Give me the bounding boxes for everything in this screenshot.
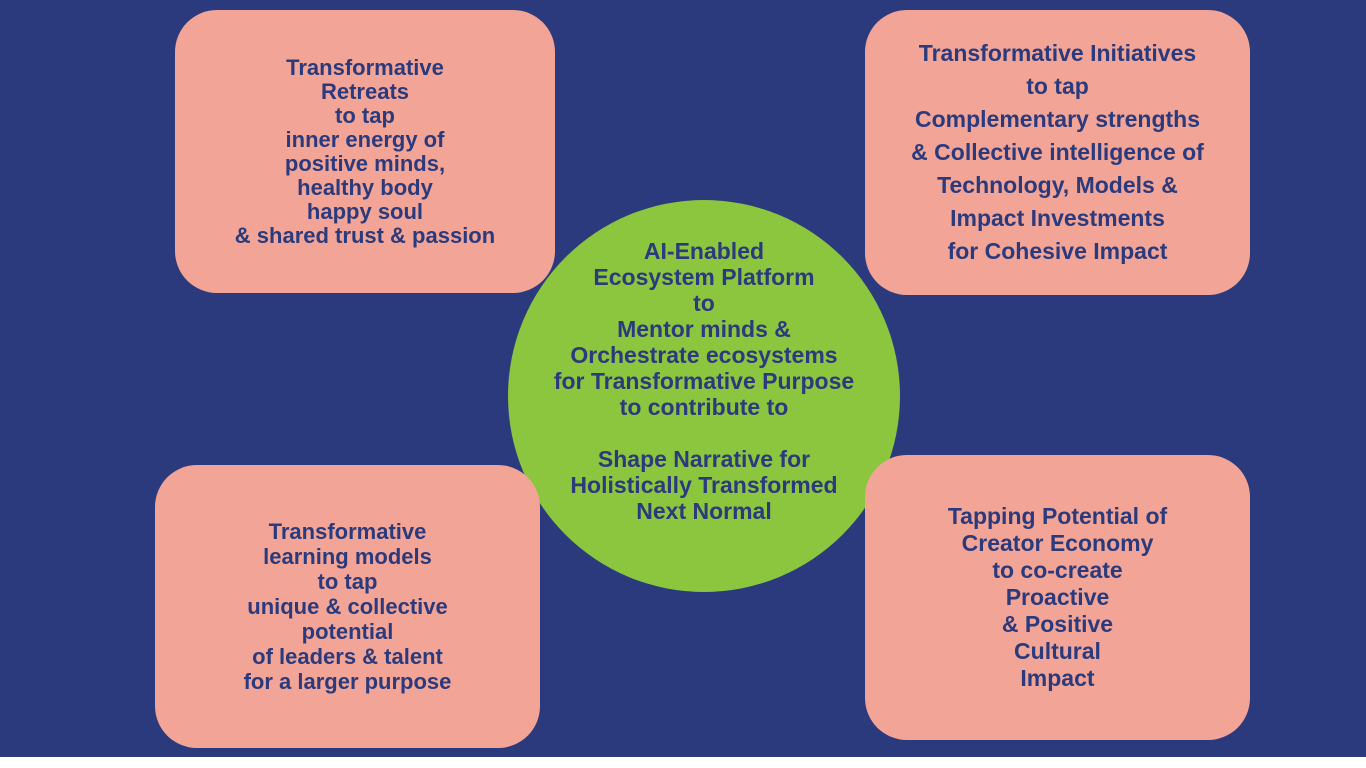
text-line: to co-create: [992, 557, 1123, 583]
text-line: Next Normal: [636, 498, 772, 524]
text-line: for Cohesive Impact: [947, 238, 1168, 264]
text-line: Holistically Transformed: [570, 472, 838, 498]
text-line: Transformative: [268, 519, 427, 544]
text-line: to tap: [1026, 73, 1089, 99]
text-line: to tap: [335, 102, 395, 128]
text-line: to contribute to: [619, 394, 789, 420]
text-line: & Collective intelligence of: [911, 139, 1204, 165]
text-line: Proactive: [1005, 584, 1110, 610]
text-line: Impact: [1020, 665, 1095, 691]
text-line: Transformative Initiatives: [918, 40, 1197, 66]
text-line: Complementary strengths: [914, 106, 1200, 132]
text-line: Ecosystem Platform: [593, 264, 815, 290]
text-line: [554, 420, 854, 446]
text-line: to: [693, 290, 715, 316]
text-line: Mentor minds &: [617, 316, 791, 342]
text-line: Technology, Models &: [937, 172, 1178, 198]
text-line: Cultural: [1014, 638, 1101, 664]
text-line: of leaders & talent: [252, 644, 443, 669]
text-line: positive minds,: [284, 150, 446, 176]
text-line: & shared trust & passion: [234, 222, 496, 248]
text-line: Tapping Potential of: [947, 503, 1168, 529]
text-line: happy soul: [306, 198, 424, 224]
text-line: Retreats: [320, 78, 410, 104]
text-line: AI-Enabled: [643, 238, 765, 264]
text-line: for a larger purpose: [243, 669, 452, 694]
text-line: healthy body: [297, 174, 433, 200]
text-line: unique & collective: [247, 594, 448, 619]
text-line: learning models: [263, 544, 432, 569]
text-line: & Positive: [1001, 611, 1114, 637]
text-line: potential: [301, 619, 394, 644]
text-line: Creator Economy: [961, 530, 1154, 556]
text-line: Orchestrate ecosystems: [570, 342, 838, 368]
bottom-strip: [0, 757, 1366, 768]
text-line: Transformative: [286, 54, 444, 80]
text-line: Impact Investments: [950, 205, 1165, 231]
text-line: inner energy of: [285, 126, 445, 152]
text-line: for Transformative Purpose: [553, 368, 855, 394]
text-line: to tap: [317, 569, 378, 594]
text-line: Shape Narrative for: [597, 446, 811, 472]
